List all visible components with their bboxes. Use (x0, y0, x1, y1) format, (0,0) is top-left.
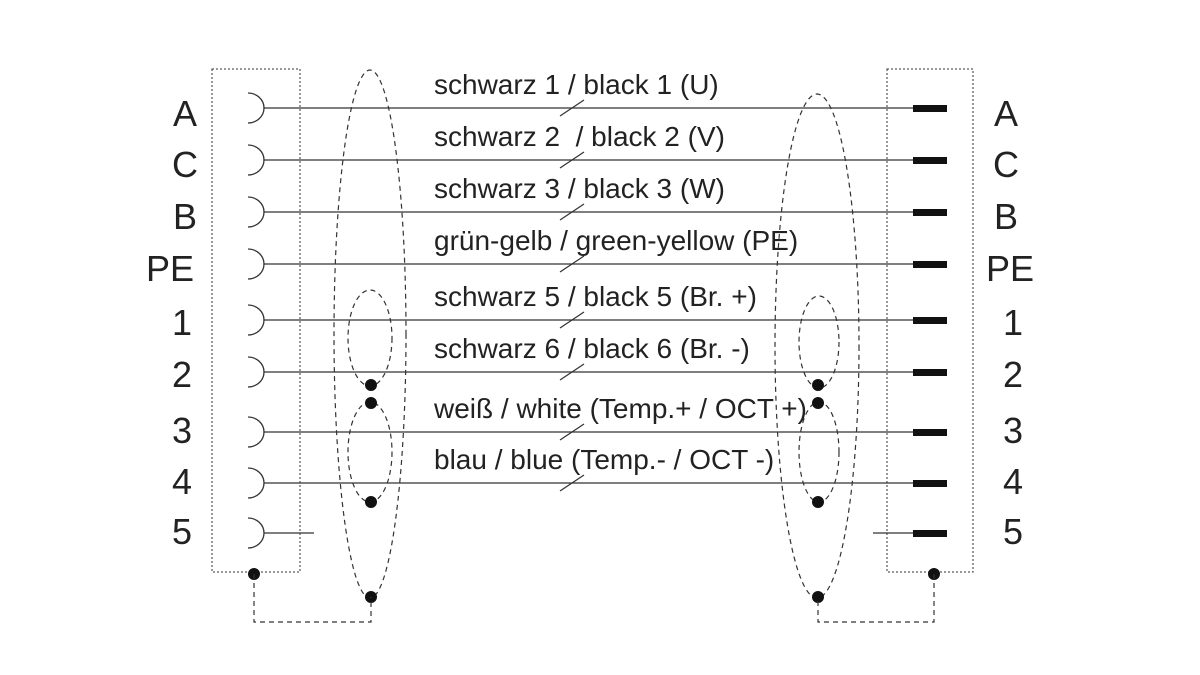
left-pin-labels: A C B PE 1 2 3 4 5 (146, 93, 198, 552)
shield-junction-dot (365, 496, 377, 508)
wire-marker (559, 255, 585, 273)
wire-marker (559, 474, 585, 492)
socket-contact-icon (247, 304, 265, 336)
wire-label: schwarz 1 / black 1 (U) (434, 69, 719, 100)
right-pin-contacts (913, 105, 947, 537)
pair-shield-left-lower (347, 401, 393, 503)
left-pin-label: PE (146, 248, 194, 289)
socket-contact-icon (247, 467, 265, 499)
socket-contact-icon (247, 517, 265, 549)
left-socket-contacts (247, 92, 265, 549)
wire-marker (559, 311, 585, 329)
pin-contact-icon (913, 369, 947, 376)
socket-contact-icon (247, 92, 265, 124)
left-connector-housing (211, 68, 301, 573)
left-pin-label: C (172, 144, 198, 185)
left-pin-label: 3 (172, 410, 192, 451)
left-pin-label: A (173, 93, 197, 134)
socket-contact-icon (247, 248, 265, 280)
left-pin-label: 5 (172, 511, 192, 552)
right-pin-label: B (994, 196, 1018, 237)
right-shields (774, 93, 940, 623)
wires (264, 107, 913, 534)
shield-junction-dot (812, 591, 824, 603)
wire-marker (559, 99, 585, 117)
shield-junction-dot (812, 397, 824, 409)
wire-markers (559, 99, 585, 492)
overall-shield-right (774, 93, 860, 599)
right-pin-label: 3 (1003, 410, 1023, 451)
socket-contact-icon (247, 416, 265, 448)
pair-shield-right-upper (798, 295, 840, 389)
pin-contact-icon (913, 429, 947, 436)
shield-junction-dot (812, 379, 824, 391)
left-shields (248, 69, 407, 623)
left-pin-label: 2 (172, 354, 192, 395)
pin-contact-icon (913, 105, 947, 112)
socket-contact-icon (247, 144, 265, 176)
wire-label: blau / blue (Temp.- / OCT -) (434, 444, 774, 475)
shield-junction-dot (365, 397, 377, 409)
right-ground-connection (817, 574, 935, 623)
right-pin-label: A (994, 93, 1018, 134)
wire-label: grün-gelb / green-yellow (PE) (434, 225, 798, 256)
socket-contact-icon (247, 196, 265, 228)
right-pin-label: PE (986, 248, 1034, 289)
right-pin-label: 2 (1003, 354, 1023, 395)
overall-shield-left (333, 69, 407, 599)
wire-label: schwarz 2 / black 2 (V) (434, 121, 725, 152)
wire-label: schwarz 3 / black 3 (W) (434, 173, 725, 204)
right-pin-label: 5 (1003, 511, 1023, 552)
right-pin-label: C (993, 144, 1019, 185)
wire-marker (559, 363, 585, 381)
wire-marker (559, 423, 585, 441)
right-pin-labels: A C B PE 1 2 3 4 5 (986, 93, 1034, 552)
pin-contact-icon (913, 157, 947, 164)
pin-contact-icon (913, 209, 947, 216)
shield-junction-dot (365, 379, 377, 391)
socket-contact-icon (247, 356, 265, 388)
wire-label: schwarz 5 / black 5 (Br. +) (434, 281, 757, 312)
right-pin-label: 1 (1003, 302, 1023, 343)
wire-marker (559, 203, 585, 221)
right-pin-label: 4 (1003, 461, 1023, 502)
wire-labels: schwarz 1 / black 1 (U) schwarz 2 / blac… (433, 69, 807, 475)
pin-contact-icon (913, 530, 947, 537)
wire-label: weiß / white (Temp.+ / OCT +) (433, 393, 807, 424)
wire-label: schwarz 6 / black 6 (Br. -) (434, 333, 750, 364)
pin-contact-icon (913, 261, 947, 268)
left-pin-label: B (173, 196, 197, 237)
wire-marker (559, 151, 585, 169)
left-ground-connection (253, 574, 372, 623)
left-pin-label: 4 (172, 461, 192, 502)
left-pin-label: 1 (172, 302, 192, 343)
pin-contact-icon (913, 480, 947, 487)
shield-junction-dot (812, 496, 824, 508)
pin-contact-icon (913, 317, 947, 324)
